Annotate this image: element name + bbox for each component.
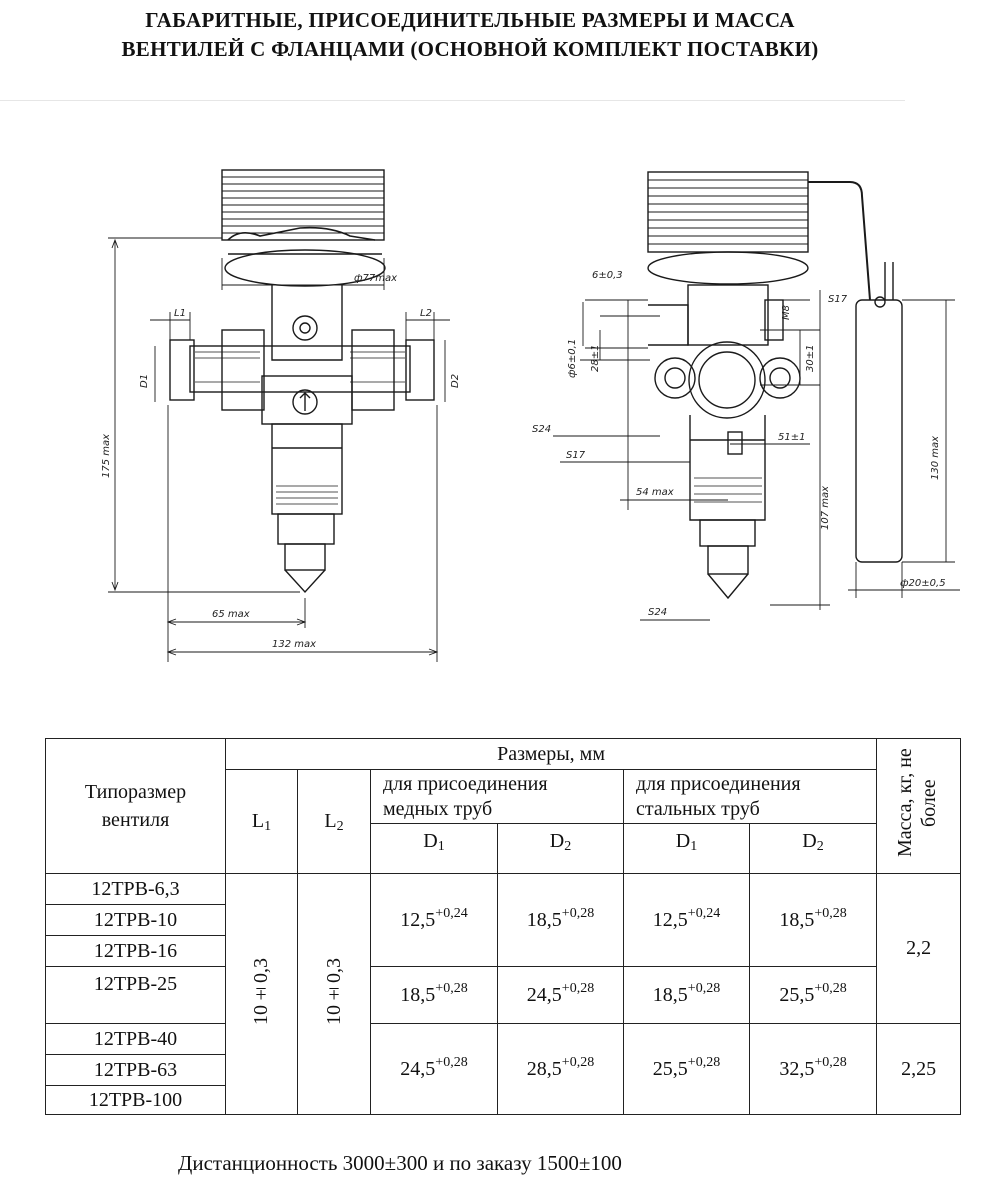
label-28: 28±1 — [590, 345, 601, 372]
st-d1-group-2: 18,5+0,28 — [623, 966, 750, 1024]
label-54max: 54 max — [636, 487, 674, 498]
header-cu-d1: D1 — [370, 823, 498, 874]
header-st-d2: D2 — [748, 823, 878, 874]
label-d77: ф77max — [354, 273, 397, 284]
title-separator — [0, 100, 905, 101]
cu-d2-group-3: 28,5+0,28 — [497, 1023, 624, 1115]
st-d1-group-1: 12,5+0,24 — [623, 873, 750, 967]
left-flow-arrow — [292, 389, 318, 415]
sensing-bulb — [855, 299, 903, 563]
mass-group-1: 2,2 — [876, 873, 962, 1024]
type-cell: 12ТРВ-25 — [45, 966, 226, 1024]
left-head-coils — [222, 176, 384, 234]
label-s24-mid: S24 — [532, 424, 551, 435]
title-line-1: ГАБАРИТНЫЕ, ПРИСОЕДИНИТЕЛЬНЫЕ РАЗМЕРЫ И … — [145, 8, 795, 32]
label-l1: L1 — [174, 308, 186, 319]
l1-value: 10±0,3 — [225, 873, 298, 1115]
right-diaphragm-cap — [647, 251, 809, 285]
cu-d1-group-2: 18,5+0,28 — [370, 966, 498, 1024]
label-s17-top: S17 — [828, 294, 848, 305]
label-107max: 107 max — [820, 486, 831, 530]
label-65max: 65 max — [212, 609, 250, 620]
left-upper-port — [292, 315, 318, 341]
label-30: 30±1 — [805, 345, 816, 372]
label-s17-bottom: S17 — [566, 450, 586, 461]
header-steel: для присоединения стальных труб — [622, 769, 878, 824]
label-m8: M8 — [781, 305, 792, 320]
label-d2: D2 — [450, 374, 461, 388]
label-phi20: ф20±0,5 — [900, 578, 946, 589]
cu-d1-group-1: 12,5+0,24 — [370, 873, 498, 967]
type-cell: 12ТРВ-63 — [45, 1054, 226, 1086]
right-flange-bolt-left — [654, 357, 696, 399]
label-6: 6±0,3 — [592, 270, 623, 281]
title-line-2: ВЕНТИЛЕЙ С ФЛАНЦАМИ (ОСНОВНОЙ КОМПЛЕКТ П… — [121, 37, 819, 61]
dimensions-table: Типоразмер вентиля Размеры, мм Масса, кг… — [45, 738, 962, 1115]
label-d1: D1 — [139, 374, 150, 388]
header-st-d1: D1 — [623, 823, 750, 874]
capillary-tube — [808, 181, 871, 301]
st-d2-group-1: 18,5+0,28 — [748, 873, 878, 967]
header-type: Типоразмер вентиля — [45, 738, 226, 874]
type-cell: 12ТРВ-16 — [45, 935, 226, 967]
st-d2-group-2: 25,5+0,28 — [748, 966, 878, 1024]
cu-d2-group-1: 18,5+0,28 — [497, 873, 624, 967]
valve-technical-drawing: ф77max L1 L2 D1 D2 175 max 65 max 132 ma… — [101, 169, 960, 662]
label-175max: 175 max — [101, 434, 112, 478]
footer-note: Дистанционность 3000±300 и по заказу 150… — [178, 1151, 622, 1175]
right-head-coils — [648, 179, 808, 245]
label-130max: 130 max — [930, 436, 941, 480]
page-title: ГАБАРИТНЫЕ, ПРИСОЕДИНИТЕЛЬНЫЕ РАЗМЕРЫ И … — [0, 6, 940, 64]
header-sizes: Размеры, мм — [224, 738, 878, 770]
label-s24-bottom: S24 — [648, 607, 667, 618]
type-cell: 12ТРВ-100 — [45, 1085, 226, 1115]
header-copper: для присоединения медных труб — [370, 769, 624, 824]
label-132max: 132 max — [272, 639, 316, 650]
label-51: 51±1 — [778, 432, 805, 443]
header-mass: Масса, кг, не более — [876, 738, 962, 874]
mass-group-2: 2,25 — [876, 1023, 962, 1115]
left-diaphragm-cap — [224, 249, 386, 287]
right-valve-view — [553, 171, 960, 621]
type-cell: 12ТРВ-6,3 — [45, 873, 226, 905]
type-cell: 12ТРВ-40 — [45, 1023, 226, 1055]
cu-d1-group-3: 24,5+0,28 — [370, 1023, 498, 1115]
right-port — [688, 341, 766, 419]
left-valve-view — [108, 169, 450, 662]
label-l2: L2 — [420, 308, 432, 319]
st-d1-group-3: 25,5+0,28 — [623, 1023, 750, 1115]
type-cell: 12ТРВ-10 — [45, 904, 226, 936]
right-flange-bolt-right — [759, 357, 801, 399]
header-l1: L1 — [225, 769, 298, 874]
cu-d2-group-2: 24,5+0,28 — [497, 966, 624, 1024]
l2-value: 10±0,3 — [297, 873, 371, 1115]
header-cu-d2: D2 — [497, 823, 624, 874]
label-phi6: ф6±0,1 — [567, 339, 578, 378]
header-l2: L2 — [297, 769, 371, 874]
st-d2-group-3: 32,5+0,28 — [748, 1023, 878, 1115]
